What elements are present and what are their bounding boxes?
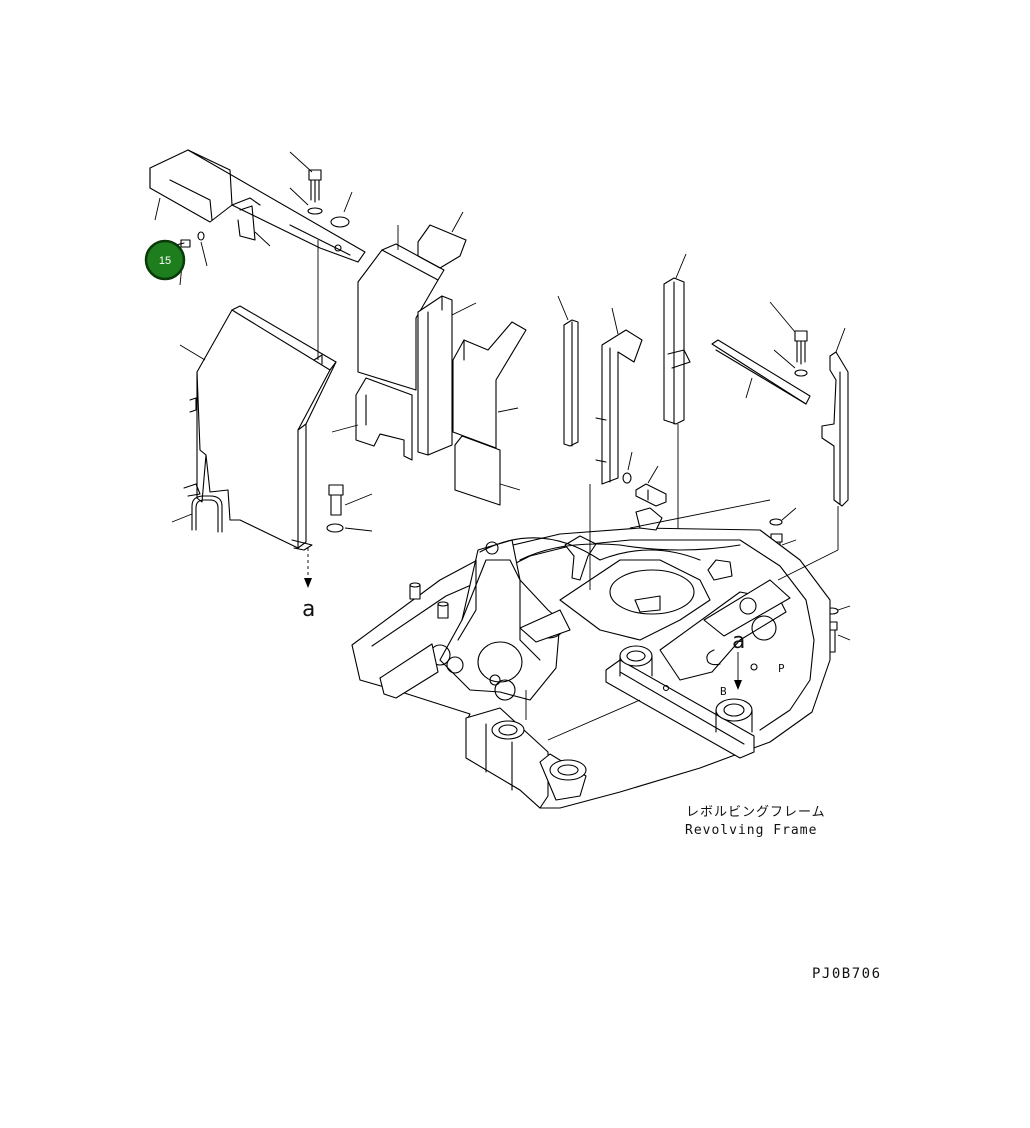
u-bolt	[171, 495, 223, 533]
drawing-code: PJ0B706	[812, 966, 882, 982]
bolt-top-left	[289, 151, 353, 228]
callout-15[interactable]: 15	[144, 239, 186, 281]
frame-label-en: Revolving Frame	[685, 823, 817, 838]
bolt-small-left	[171, 231, 208, 286]
center-bracket-angle	[595, 307, 643, 485]
callout-15-number: 15	[159, 255, 171, 267]
right-arm-bracket	[711, 301, 811, 405]
view-arrow-right	[734, 652, 742, 690]
callout-15-circle[interactable]	[144, 239, 186, 281]
svg-text:B: B	[720, 685, 727, 698]
view-mark-right: a	[732, 629, 745, 654]
bolt-center	[635, 465, 667, 507]
left-cover-panel	[179, 240, 337, 551]
center-vertical-channel	[557, 295, 579, 447]
bolt-panel-right	[326, 484, 373, 533]
tall-channel-bracket	[663, 253, 691, 560]
view-mark-left: a	[302, 597, 315, 622]
frame-label-jp: レボルビングフレーム	[686, 805, 826, 820]
revolving-frame: B P	[351, 484, 839, 809]
view-arrow-left	[304, 548, 312, 588]
insulation-pads	[331, 211, 527, 506]
top-beam-bracket	[149, 149, 366, 263]
right-support-bracket	[821, 327, 849, 550]
svg-text:P: P	[778, 662, 785, 675]
